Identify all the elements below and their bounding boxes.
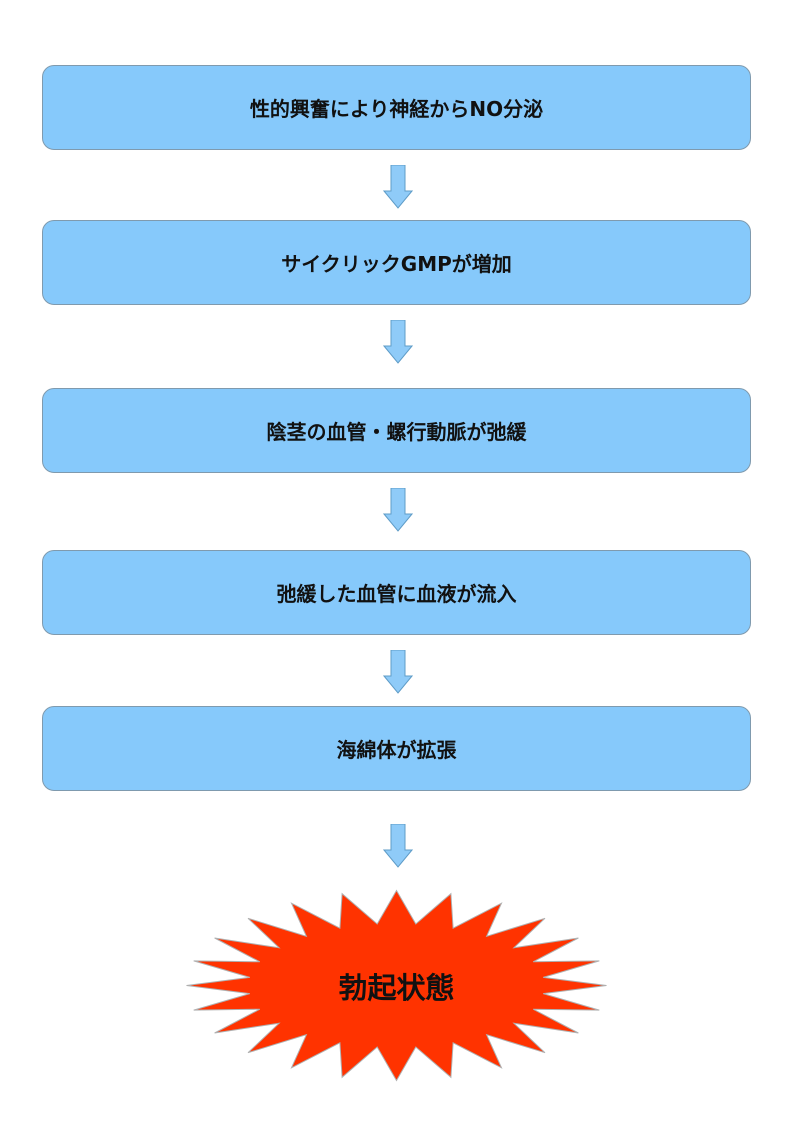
step-box-2: サイクリックGMPが増加 — [42, 220, 751, 305]
step-label-2: サイクリックGMPが増加 — [281, 252, 512, 276]
down-arrow-icon — [383, 650, 413, 694]
result-label: 勃起状態 — [338, 970, 455, 1005]
down-arrow-icon — [383, 165, 413, 209]
step-box-1: 性的興奮により神経からNO分泌 — [42, 65, 751, 150]
step-label-1: 性的興奮により神経からNO分泌 — [249, 97, 544, 121]
step-box-4: 弛緩した血管に血液が流入 — [42, 550, 751, 635]
step-box-5: 海綿体が拡張 — [42, 706, 751, 791]
step-label-3: 陰茎の血管・螺行動脈が弛緩 — [266, 420, 527, 444]
down-arrow-icon — [383, 320, 413, 364]
step-label-4: 弛緩した血管に血液が流入 — [276, 582, 517, 606]
step-box-3: 陰茎の血管・螺行動脈が弛緩 — [42, 388, 751, 473]
down-arrow-icon — [383, 488, 413, 532]
down-arrow-icon — [383, 824, 413, 868]
explosion-burst-icon — [186, 889, 607, 1082]
step-label-5: 海綿体が拡張 — [336, 738, 457, 762]
